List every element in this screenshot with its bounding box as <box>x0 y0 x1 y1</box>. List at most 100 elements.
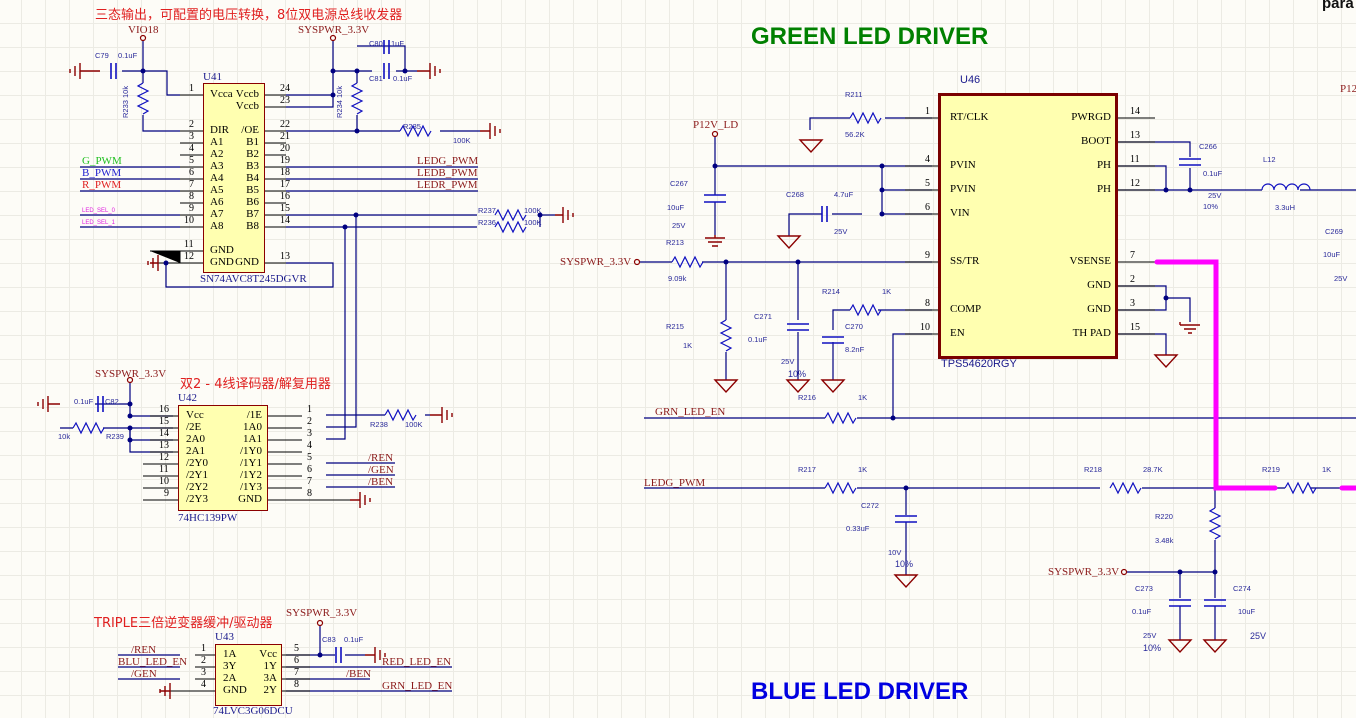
c269-designator: C269 <box>1325 227 1343 236</box>
u46-pin-number: 1 <box>925 106 930 117</box>
power-port-sys1 <box>329 34 337 42</box>
r219-value: 1K <box>1322 465 1332 474</box>
u42-pin-number: 7 <box>307 476 312 487</box>
u42-pin-2a1: 2A1 <box>186 445 205 457</box>
u46-pin-number: 2 <box>1130 274 1135 285</box>
c268-voltage: 25V <box>834 227 848 236</box>
r216-value: 1K <box>858 393 868 402</box>
u41-pin-oe: /OE <box>241 124 259 136</box>
u41-pin-a5: A5 <box>210 184 224 196</box>
u41-pin-number: 14 <box>280 215 290 226</box>
c272-voltage: 10V <box>888 548 902 557</box>
r218-value: 28.7K <box>1143 465 1163 474</box>
u41-pin-number: 10 <box>184 215 194 226</box>
net-gen: /GEN <box>368 464 394 476</box>
c271-designator: C271 <box>754 312 772 321</box>
u41-pin-number: 17 <box>280 179 290 190</box>
u42-pin-2y0: /2Y0 <box>186 457 208 469</box>
r218-designator: R218 <box>1084 465 1102 474</box>
r235-value: 100K <box>453 136 471 145</box>
u42-part-number: 74HC139PW <box>178 512 238 524</box>
net-u43-ren: /REN <box>131 644 157 656</box>
r216-designator: R216 <box>798 393 816 402</box>
u41-pin-number: 5 <box>189 155 194 166</box>
ground-symbol <box>776 235 802 250</box>
u43-description: TRIPLE三倍逆变器缓冲/驱动器 <box>94 616 273 631</box>
u41-pin-number: 2 <box>189 119 194 130</box>
resistor-r217 <box>824 481 857 495</box>
u41-pin-number: 23 <box>280 95 290 106</box>
resistor-r233 <box>136 82 150 115</box>
r237-designator: R237 <box>478 206 496 215</box>
ground-symbol <box>365 647 386 663</box>
u41-pin-number: 16 <box>280 191 290 202</box>
c80-value: 1uF <box>391 39 404 48</box>
capacitor-c271 <box>787 323 809 331</box>
c83-designator: C83 <box>322 635 336 644</box>
power-port-p12v <box>711 130 719 138</box>
c79-designator: C79 <box>95 51 109 60</box>
u42-pin-1e: /1E <box>246 409 262 421</box>
c266-value: 0.1uF <box>1203 169 1223 178</box>
u42-pin-1y2: /1Y2 <box>240 469 262 481</box>
u41-chip[interactable] <box>203 83 265 273</box>
u42-pin-1a1: 1A1 <box>243 433 262 445</box>
u43-pin-gnd: GND <box>223 684 247 696</box>
u41-pin-number: 11 <box>184 239 194 250</box>
u43-pin-3y: 3Y <box>223 660 237 672</box>
net-grn-led-en: GRN_LED_EN <box>655 406 726 418</box>
u46-pin-number: 14 <box>1130 106 1140 117</box>
l12-value: 3.3uH <box>1275 203 1296 212</box>
c83-value: 0.1uF <box>344 635 364 644</box>
u42-pin-2a0: 2A0 <box>186 433 205 445</box>
u43-pin-number: 2 <box>201 655 206 666</box>
u42-pin-number: 2 <box>307 416 312 427</box>
wire <box>326 215 357 440</box>
u42-pin-number: 12 <box>159 452 169 463</box>
r239-designator: R239 <box>106 432 124 441</box>
ground-symbol <box>705 235 725 247</box>
r217-value: 1K <box>858 465 868 474</box>
ground-symbol <box>417 63 441 79</box>
c271-tolerance: 10% <box>788 369 807 379</box>
r215-designator: R215 <box>666 322 684 331</box>
power-port-sys5 <box>1120 568 1128 576</box>
u43-chip[interactable] <box>215 644 282 706</box>
u46-chip[interactable] <box>938 93 1118 359</box>
power-port-sys4 <box>633 258 641 266</box>
u46-pin-number: 4 <box>925 154 930 165</box>
u41-pin-number: 13 <box>280 251 290 262</box>
u42-pin-number: 16 <box>159 404 169 415</box>
u41-pin-b8: B8 <box>246 220 259 232</box>
r211-value: 56.2K <box>845 130 865 139</box>
u42-chip[interactable] <box>178 405 268 511</box>
capacitor-c83 <box>335 647 342 663</box>
u46-pin-number: 8 <box>925 298 930 309</box>
wire <box>333 45 417 131</box>
capacitor-c268 <box>821 206 828 222</box>
ground-symbol <box>159 683 171 699</box>
u46-pin-ph: PH <box>1096 159 1111 171</box>
u43-pin-1y: 1Y <box>263 660 277 672</box>
u41-pin-gnd: GND <box>210 244 234 256</box>
capacitor-c79 <box>110 63 117 79</box>
net-u43-red: RED_LED_EN <box>382 656 452 668</box>
c271-value: 0.1uF <box>748 335 768 344</box>
power-label-sys1: SYSPWR_3.3V <box>298 24 370 36</box>
u42-pin-vcc: Vcc <box>186 409 204 421</box>
net-r-pwm: R_PWM <box>82 179 122 191</box>
net-u43-gen: /GEN <box>131 668 157 680</box>
u42-pin-1a0: 1A0 <box>243 421 262 433</box>
resistor-r235 <box>399 124 432 138</box>
u46-pin-number: 12 <box>1130 178 1140 189</box>
r239-value: 10k <box>58 432 71 441</box>
capacitor-c266 <box>1179 158 1201 166</box>
r213-designator: R213 <box>666 238 684 247</box>
u41-pin-a4: A4 <box>210 172 224 184</box>
u41-pin-b5: B5 <box>246 184 259 196</box>
u41-pin-b7: B7 <box>246 208 259 220</box>
u46-pin-number: 9 <box>925 250 930 261</box>
green-led-driver-title: GREEN LED DRIVER <box>751 23 989 50</box>
resistor-r213 <box>671 255 704 269</box>
c272-tolerance: 10% <box>895 559 914 569</box>
